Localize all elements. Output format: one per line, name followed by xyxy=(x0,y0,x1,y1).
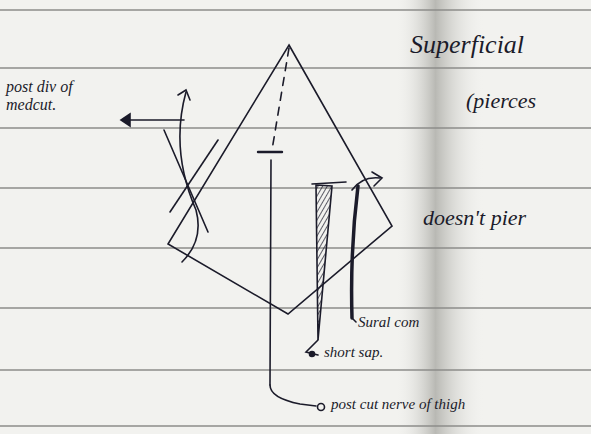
popliteal-fossa xyxy=(121,45,392,411)
ruled-lines xyxy=(0,10,591,426)
side-note: (pierces xyxy=(466,88,536,113)
vein-label: short sap. xyxy=(324,344,383,361)
nerve-label: Sural com xyxy=(358,314,419,331)
heading-note: Superficial xyxy=(410,30,524,60)
side-note: doesn't pier xyxy=(423,205,526,230)
nerve-label: post cut nerve of thigh xyxy=(331,396,465,413)
nerve-label: post div of medcut. xyxy=(6,78,114,115)
